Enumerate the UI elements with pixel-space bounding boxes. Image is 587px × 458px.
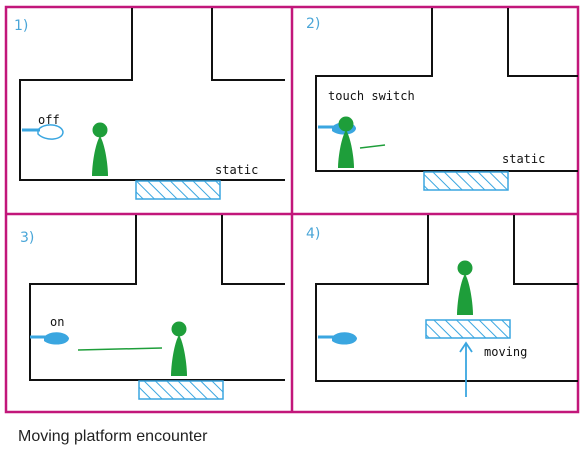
- platform-label: static: [215, 163, 258, 177]
- switch-icon: [318, 332, 357, 345]
- movement-trail: [359, 144, 386, 149]
- panel-4: 4) moving: [306, 215, 578, 397]
- level-wall-left: [19, 8, 285, 181]
- level-wall-left: [315, 8, 578, 172]
- platform-label: static: [502, 152, 545, 166]
- switch-icon: [30, 332, 69, 345]
- level-wall-right: [211, 8, 285, 81]
- panel-number: 4): [306, 226, 320, 242]
- panel-number: 2): [306, 16, 320, 32]
- switch-label: off: [38, 113, 60, 127]
- player-icon: [92, 122, 108, 176]
- level-wall-left: [29, 215, 285, 381]
- level-wall-left: [315, 215, 578, 382]
- level-wall-right: [507, 8, 578, 77]
- platform: [423, 171, 509, 191]
- up-arrow-icon: [459, 341, 473, 397]
- panel-number: 1): [14, 18, 28, 34]
- panel-1: 1) off static: [14, 8, 285, 200]
- switch-icon: [22, 124, 64, 140]
- movement-trail: [77, 347, 163, 351]
- platform-label: moving: [484, 345, 527, 359]
- panel-2: 2) touch switch static: [306, 8, 578, 191]
- level-wall-right: [221, 215, 285, 285]
- switch-label: touch switch: [328, 89, 415, 103]
- panel-number: 3): [20, 230, 34, 246]
- figure-caption: Moving platform encounter: [18, 428, 208, 445]
- platform: [425, 319, 511, 339]
- level-wall-right: [513, 215, 578, 285]
- platform: [135, 180, 221, 200]
- player-icon: [338, 116, 354, 168]
- switch-label: on: [50, 315, 64, 329]
- panel-3: 3) on: [20, 215, 285, 400]
- platform: [138, 380, 224, 400]
- player-icon: [457, 260, 473, 315]
- player-icon: [171, 321, 187, 376]
